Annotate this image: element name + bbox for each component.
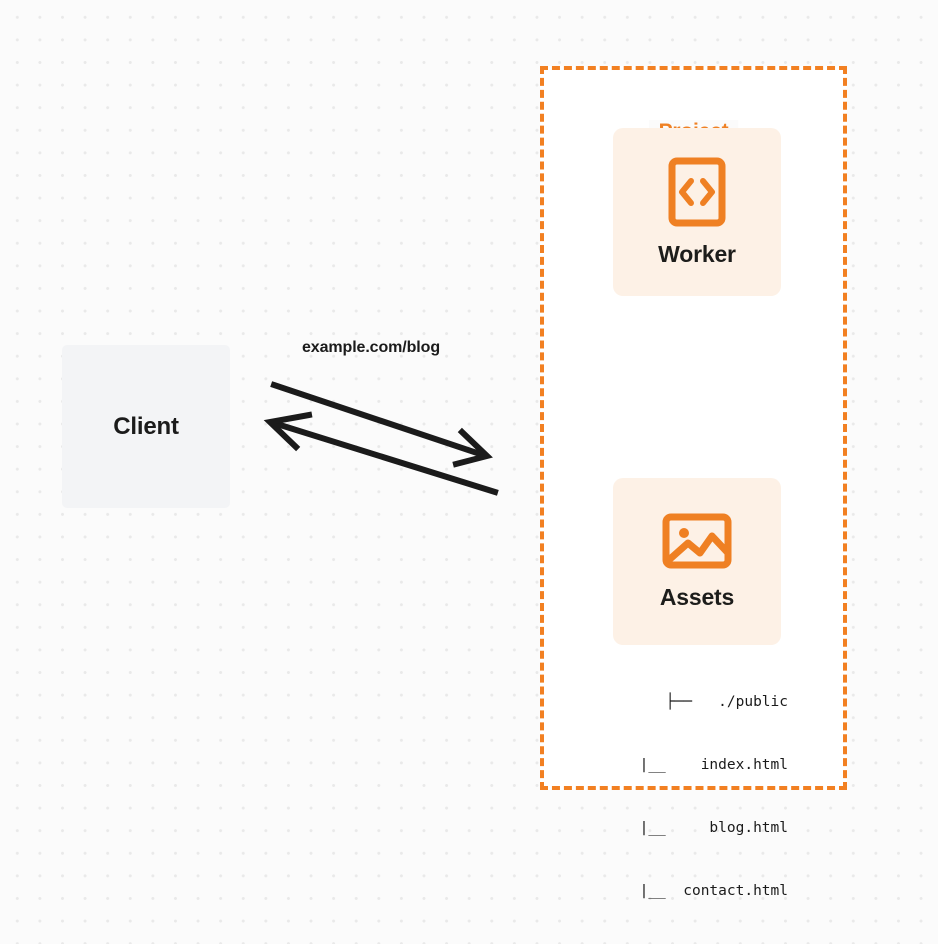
worker-card-label: Worker xyxy=(658,240,736,267)
client-node: Client xyxy=(62,345,230,508)
file-tree-line: |__ blog.html xyxy=(639,820,788,836)
assets-card[interactable]: Assets xyxy=(613,478,781,645)
worker-card[interactable]: Worker xyxy=(613,128,781,296)
client-node-label: Client xyxy=(113,412,179,440)
assets-card-label: Assets xyxy=(659,584,735,610)
file-tree-line: ├── ./public xyxy=(665,694,788,710)
image-icon xyxy=(662,513,732,569)
diagram-canvas: Client example.com/blog Project Worker xyxy=(62,66,847,899)
code-file-icon xyxy=(668,157,726,226)
connection-url-label: example.com/blog xyxy=(302,339,440,356)
file-tree-line: |__ contact.html xyxy=(639,883,788,899)
request-arrow xyxy=(270,381,493,468)
assets-file-tree: ├── ./public |__ index.html |__ blog.htm… xyxy=(588,650,788,944)
response-arrow xyxy=(263,411,499,496)
file-tree-line: |__ index.html xyxy=(639,757,788,773)
